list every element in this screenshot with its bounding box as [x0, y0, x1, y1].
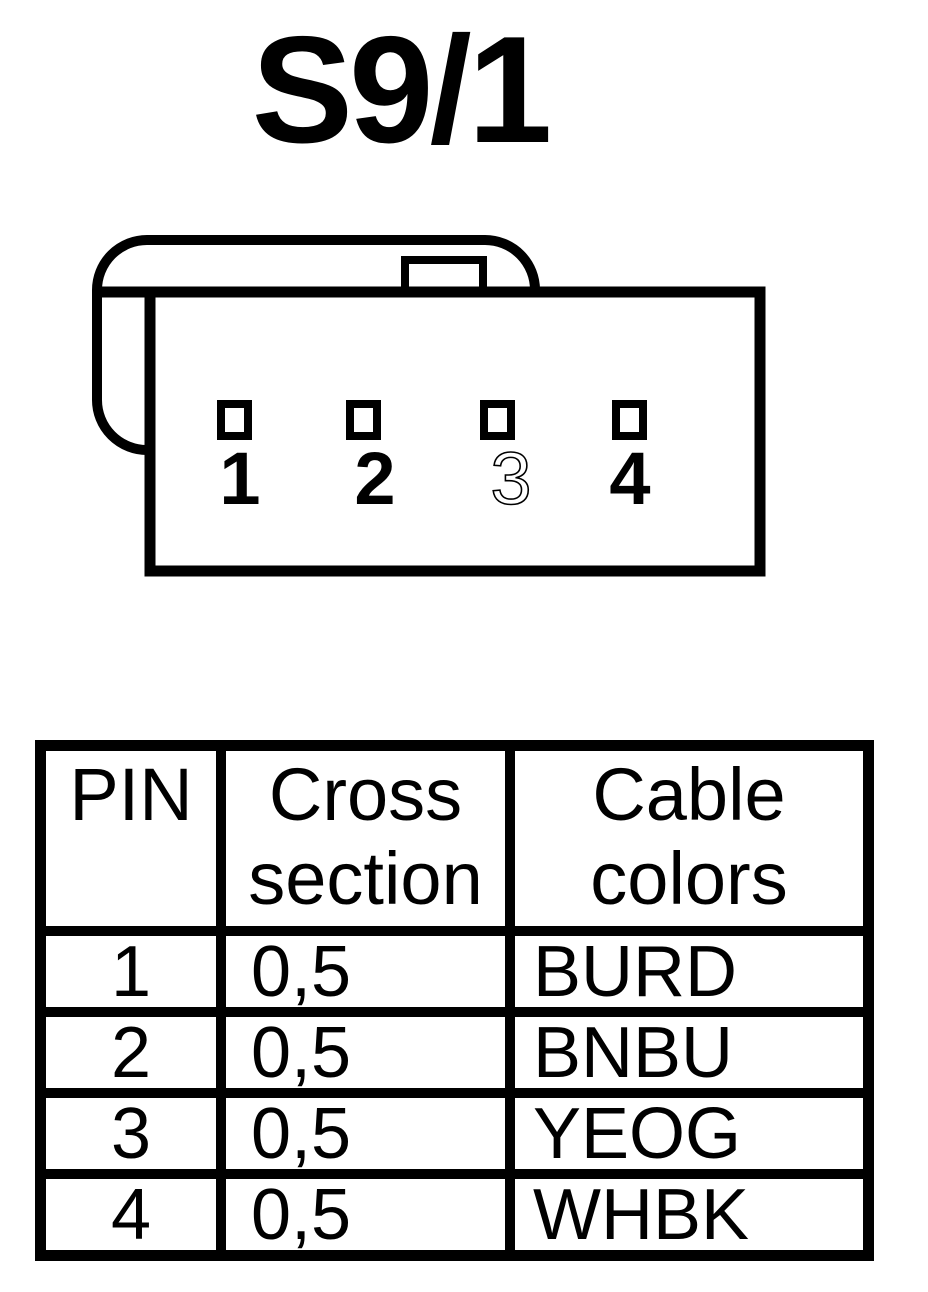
table-row-3-cable-color: YEOG [515, 1098, 863, 1169]
pin-table: PIN Cross section Cable colors 1 0,5 BUR… [35, 740, 874, 1261]
pin-slot-2 [346, 400, 381, 440]
table-row-4-cable-color: WHBK [515, 1179, 863, 1250]
pin-number-1: 1 [219, 437, 260, 520]
pin-slot-4 [612, 400, 647, 440]
pin-slot-3 [480, 400, 515, 440]
table-header-cross-section: Cross section [226, 751, 505, 926]
table-header-cable-colors: Cable colors [515, 751, 863, 926]
table-row-3-pin: 3 [46, 1098, 216, 1169]
pin-number-3: 3 [490, 437, 531, 520]
table-row-4-cross-section: 0,5 [226, 1179, 505, 1250]
connector-diagram: 1 2 3 4 [92, 235, 766, 577]
table-row-1-cable-color: BURD [515, 936, 863, 1007]
table-row-4-pin: 4 [46, 1179, 216, 1250]
pin-slot-1 [217, 400, 252, 440]
table-row-1-pin: 1 [46, 936, 216, 1007]
connector-body [144, 286, 766, 577]
table-row-1-cross-section: 0,5 [226, 936, 505, 1007]
table-row-2-pin: 2 [46, 1017, 216, 1088]
pin-number-2: 2 [354, 437, 395, 520]
table-row-2-cable-color: BNBU [515, 1017, 863, 1088]
table-row-3-cross-section: 0,5 [226, 1098, 505, 1169]
pin-number-4: 4 [609, 437, 650, 520]
table-header-pin: PIN [46, 751, 216, 926]
table-row-2-cross-section: 0,5 [226, 1017, 505, 1088]
connector-title: S9/1 [251, 5, 553, 175]
